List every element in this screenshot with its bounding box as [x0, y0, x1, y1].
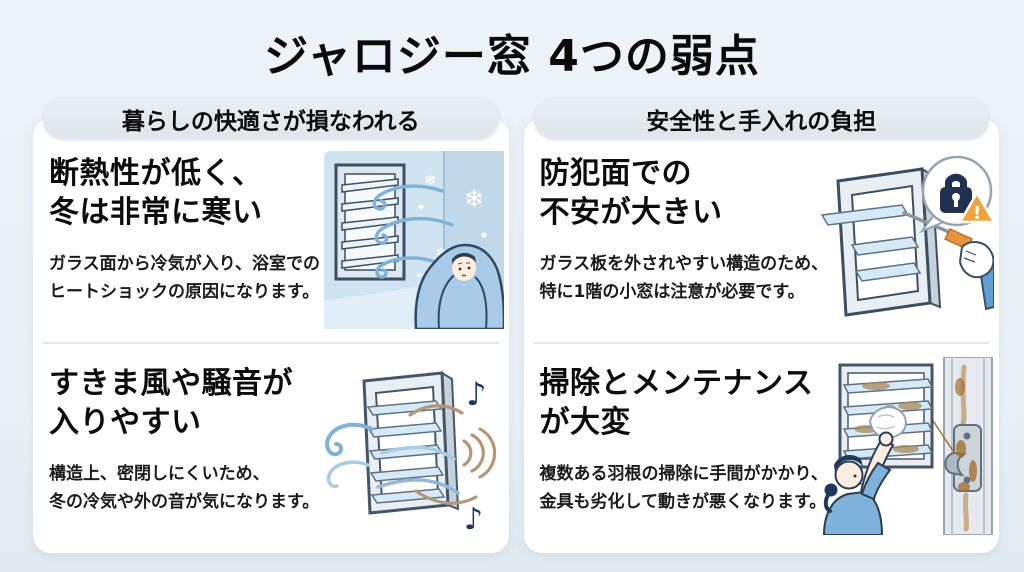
- description-line: ヒートショックの原因になります。: [49, 281, 320, 302]
- card-insulation-description: ガラス面から冷気が入り、浴室での ヒートショックの原因になります。: [49, 251, 509, 306]
- comfort-card-group: 断熱性が低く、 冬は非常に寒い ガラス面から冷気が入り、浴室での ヒートショック…: [33, 118, 509, 553]
- heading-line: 入りやすい: [49, 405, 202, 440]
- card-security: 防犯面での 不安が大きい ガラス板を外されやすい構造のため、 特に1階の小窓は注…: [524, 118, 1000, 342]
- security-illustration-svg: !: [820, 155, 994, 317]
- card-draft-noise-heading: すきま風や騒音が 入りやすい: [49, 364, 509, 442]
- description-line: ガラス板を外されやすい構造のため、: [539, 254, 829, 274]
- description-line: 特に1階の小窓は注意が必要です。: [539, 281, 805, 302]
- jalousie-window-icon: [361, 371, 459, 515]
- column-header-comfort-label: 暮らしの快適さが損なわれる: [121, 108, 420, 135]
- security-illustration: !: [814, 151, 994, 329]
- heading-line: が大変: [539, 405, 631, 440]
- column-header-safety-label: 安全性と手入れの負担: [646, 108, 877, 135]
- window-frame-closeup: [943, 357, 993, 535]
- music-note-icon: ♪ ♪: [464, 375, 486, 535]
- lock-icon: [940, 173, 972, 213]
- heading-line: 断熱性が低く、: [49, 156, 263, 191]
- security-speech-bubble: !: [919, 155, 994, 234]
- card-security-heading: 防犯面での 不安が大きい: [540, 154, 1000, 232]
- column-comfort: 暮らしの快適さが損なわれる 断熱性が低く、 冬は非常に寒い ガラス面から冷気が入…: [33, 98, 509, 553]
- hair: [834, 455, 863, 473]
- heading-line: 掃除とメンテナンス: [539, 366, 814, 401]
- face: [834, 460, 864, 490]
- column-header-comfort: 暮らしの快適さが損なわれる: [43, 98, 499, 139]
- page-title: ジャロジー窓 4つの弱点: [264, 31, 760, 82]
- card-insulation-heading: 断熱性が低く、 冬は非常に寒い: [49, 154, 509, 232]
- svg-text:!: !: [973, 203, 981, 224]
- wind-swirl-icon: [324, 422, 460, 495]
- content-grid: 暮らしの快適さが損なわれる 断熱性が低く、 冬は非常に寒い ガラス面から冷気が入…: [33, 98, 999, 553]
- warning-icon: !: [958, 191, 994, 224]
- cold-person: [413, 243, 504, 329]
- svg-text:❄: ❄: [424, 171, 437, 189]
- svg-text:♪: ♪: [464, 502, 483, 535]
- heading-line: すきま風や騒音が: [49, 366, 293, 401]
- safety-card-group: 防犯面での 不安が大きい ガラス板を外されやすい構造のため、 特に1階の小窓は注…: [523, 118, 1000, 553]
- description-line: ガラス面から冷気が入り、浴室での: [49, 254, 320, 274]
- column-safety: 安全性と手入れの負担 防犯面での 不安が大きい ガラス板を外されやすい構造のため…: [523, 98, 1000, 553]
- card-draft-noise-description: 構造上、密閉しにくいため、 冬の冷気や外の音が気になります。: [49, 461, 509, 516]
- maintenance-illustration-svg: [822, 357, 993, 535]
- rusty-latch-icon: [944, 424, 982, 492]
- sleeve: [860, 461, 892, 501]
- description-line: 構造上、密閉しにくいため、: [49, 464, 270, 484]
- heading-line: 冬は非常に寒い: [49, 195, 263, 230]
- heading-line: 防犯面での: [539, 156, 692, 191]
- intruder-hand: [958, 241, 994, 311]
- description-line: 冬の冷気や外の音が気になります。: [49, 491, 320, 512]
- draft-noise-illustration: ♪ ♪: [324, 357, 504, 535]
- person-hair: [451, 252, 476, 265]
- heading-line: 不安が大きい: [539, 195, 723, 230]
- card-maintenance-description: 複数ある羽根の掃除に手間がかかり、 金具も劣化して動きが悪くなります。: [540, 461, 1000, 516]
- maintenance-illustration: [814, 357, 994, 535]
- description-line: 金具も劣化して動きが悪くなります。: [539, 491, 827, 512]
- cold-window-illustration-svg: ❄ ❄ ❄: [323, 151, 504, 329]
- card-maintenance-heading: 掃除とメンテナンス が大変: [540, 364, 1000, 442]
- card-divider: [533, 342, 989, 344]
- card-draft-noise: すきま風や騒音が 入りやすい 構造上、密閉しにくいため、 冬の冷気や外の音が気に…: [33, 344, 509, 553]
- card-insulation: 断熱性が低く、 冬は非常に寒い ガラス面から冷気が入り、浴室での ヒートショック…: [33, 118, 509, 342]
- draft-noise-illustration-svg: ♪ ♪: [324, 371, 496, 535]
- hand: [878, 431, 894, 447]
- cold-window-illustration: ❄ ❄ ❄: [323, 151, 504, 329]
- svg-text:❄: ❄: [464, 185, 484, 213]
- column-header-safety: 安全性と手入れの負担: [533, 98, 989, 139]
- person-face: [451, 255, 476, 281]
- card-maintenance: 掃除とメンテナンス が大変 複数ある羽根の掃除に手間がかかり、 金具も劣化して動…: [524, 344, 1000, 553]
- description-line: 複数ある羽根の掃除に手間がかかり、: [539, 464, 828, 484]
- cleaning-person: [822, 431, 895, 535]
- card-divider: [43, 342, 499, 344]
- card-security-description: ガラス板を外されやすい構造のため、 特に1階の小窓は注意が必要です。: [540, 251, 1000, 306]
- sound-wave-icon: [407, 404, 496, 505]
- cold-wind-swirl-icon: [372, 184, 454, 279]
- svg-text:♪: ♪: [466, 375, 486, 413]
- cleaning-cloth-icon: [868, 406, 907, 439]
